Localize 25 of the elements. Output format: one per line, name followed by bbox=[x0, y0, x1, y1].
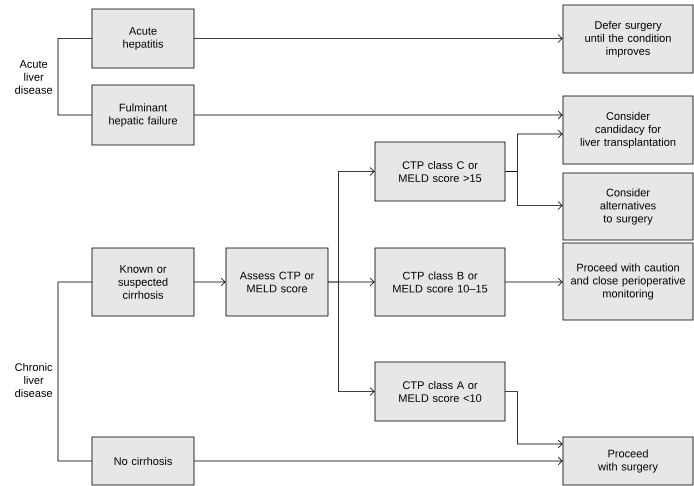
process-box: Assess CTP or MELD score bbox=[226, 248, 328, 316]
process-box: Defer surgery until the condition improves bbox=[562, 4, 694, 74]
arrow bbox=[505, 391, 563, 448]
arrow bbox=[194, 456, 563, 466]
process-box: Proceed with surgery bbox=[562, 436, 694, 486]
process-box: Fulminant hepatic failure bbox=[92, 84, 194, 146]
process-box: Consider alternatives to surgery bbox=[562, 172, 694, 240]
process-box: Consider candidacy for liver transplantation bbox=[562, 96, 694, 164]
process-box: CTP class A or MELD score <10 bbox=[374, 362, 506, 422]
arrow bbox=[194, 34, 563, 43]
process-box: Acute hepatitis bbox=[92, 8, 194, 68]
arrow bbox=[505, 171, 563, 210]
category-label: Acute liver disease bbox=[15, 60, 52, 94]
process-box: No cirrhosis bbox=[92, 436, 194, 486]
arrow bbox=[58, 38, 92, 78]
arrow bbox=[328, 282, 375, 396]
arrow bbox=[194, 278, 226, 286]
process-box: Known or suspected cirrhosis bbox=[92, 248, 194, 316]
process-box: CTP class C or MELD score >15 bbox=[374, 142, 506, 202]
process-box: CTP class B or MELD score 10–15 bbox=[374, 248, 506, 316]
arrow bbox=[58, 76, 92, 116]
arrow bbox=[505, 278, 563, 286]
arrow bbox=[194, 110, 563, 120]
category-label: Chronic liver disease bbox=[15, 362, 52, 398]
process-box: Proceed with caution and close perioperative monitoring bbox=[562, 242, 694, 320]
